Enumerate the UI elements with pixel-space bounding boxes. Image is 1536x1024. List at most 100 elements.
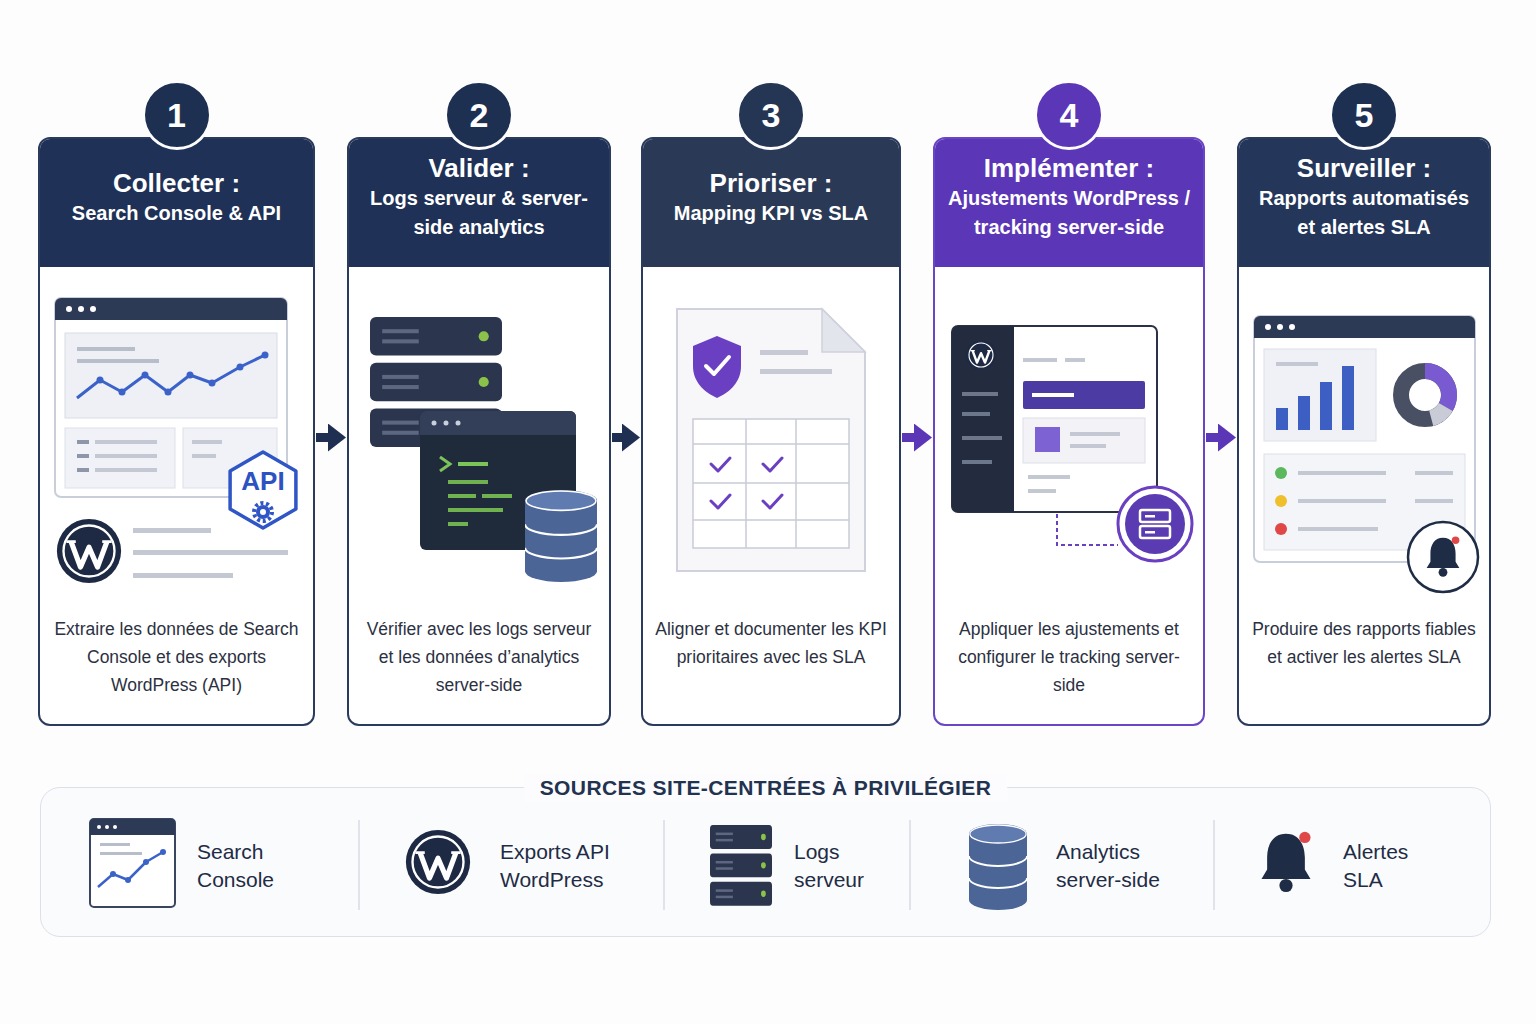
search-console-illustration [133,528,211,533]
wordpress-admin-illustration [1070,432,1120,436]
report-dashboard-illustration [1275,495,1287,507]
search-console-illustration [133,550,288,555]
server-logs-illustration [448,494,476,498]
search-console-illustration [97,377,104,384]
search-console-illustration [133,573,233,578]
server-logs-illustration [420,411,576,550]
kpi-document-illustration [711,458,730,471]
search-console-illustration [77,440,89,444]
server-logs-illustration [448,522,468,526]
server-logs-illustration [458,462,488,466]
step-number: 5 [1355,95,1374,135]
source-icons [113,825,117,829]
search-console-illustration [192,454,216,458]
card-body: Aligner et documenter les KPI prioritair… [653,615,889,671]
search-console-illustration [209,380,216,387]
flow-arrow [1206,433,1218,442]
kpi-document-illustration [706,357,729,374]
search-console-illustration [77,355,265,398]
wordpress-admin-illustration [966,340,996,370]
search-console-illustration [65,428,175,488]
step-number: 4 [1060,95,1079,135]
search-console-illustration [142,372,149,379]
search-console-illustration [55,298,287,320]
server-logs-illustration [448,508,503,512]
search-console-illustration [262,352,269,359]
source-icons [969,824,1027,910]
wordpress-admin-illustration [1000,326,1014,512]
report-dashboard-illustration [1277,324,1283,330]
search-console-illustration [77,454,89,458]
report-dashboard-illustration [1276,362,1318,366]
flow-arrow [612,433,622,442]
search-console-illustration [230,452,296,528]
report-dashboard-illustration [1415,499,1453,503]
search-console-illustration [192,440,222,444]
search-console-illustration [57,519,121,583]
wordpress-admin-illustration [1057,514,1118,545]
source-icons [98,852,163,887]
step-card: 2Valider :Logs serveur & server-side ana… [347,137,611,726]
source-icons [125,877,131,883]
step-title: Implémenter : [984,152,1155,184]
report-dashboard-illustration [1264,349,1376,441]
report-dashboard-illustration [1408,522,1478,592]
flow-arrow [316,433,328,442]
search-console-illustration [77,359,159,363]
source-icons [97,825,101,829]
search-console-illustration [65,333,277,418]
server-logs-illustration [448,480,488,484]
step-number: 3 [762,95,781,135]
step-description: Appliquer les ajustements et configurer … [945,615,1193,699]
step-title: Valider : [428,152,529,184]
source-icons [406,830,470,894]
search-console-illustration [119,389,126,396]
report-dashboard-illustration [1289,324,1295,330]
search-console-illustration [183,428,277,488]
step-card: 1Collecter :Search Console & APIExtraire… [38,137,315,726]
search-console-illustration [187,372,194,379]
kpi-document-illustration [693,419,849,548]
kpi-document-illustration [693,336,741,398]
search-console-illustration [66,306,72,312]
search-console-illustration [90,306,96,312]
source-icons [1261,832,1310,892]
panel-heading: SOURCES SITE-CENTRÉES À PRIVILÉGIER [524,774,1008,802]
wordpress-admin-illustration [1023,418,1145,463]
report-dashboard-illustration [1254,316,1475,338]
report-dashboard-illustration [1425,371,1449,407]
source-icons [710,825,772,906]
server-logs-illustration [420,423,576,435]
report-dashboard-illustration [1401,371,1449,419]
step-number: 2 [470,95,489,135]
step-number-circle: 2 [444,80,514,150]
wordpress-admin-illustration [962,460,992,464]
server-logs-illustration [420,411,576,435]
source-icons [110,871,116,877]
card-header: Implémenter :Ajustements WordPress / tra… [935,139,1203,267]
report-dashboard-illustration [1275,467,1287,479]
step-subtitle: Ajustements WordPress / tracking server-… [943,184,1195,242]
report-dashboard-illustration [1427,537,1460,577]
step-description: Extraire les données de Search Console e… [50,615,303,699]
report-dashboard-illustration [1276,408,1288,430]
card-body: Appliquer les ajustements et configurer … [945,615,1193,699]
step-number-circle: 3 [736,80,806,150]
search-console-illustration [95,440,157,444]
server-logs-illustration [525,490,597,582]
server-logs-illustration [482,494,512,498]
server-logs-illustration [370,317,597,582]
search-console-illustration [237,364,244,371]
wordpress-admin-illustration [952,326,1192,561]
card-header: Surveiller :Rapports automatisés et aler… [1239,139,1489,267]
step-subtitle: Logs serveur & server-side analytics [357,184,601,242]
search-console-illustration [55,310,287,320]
server-logs-illustration [444,421,449,426]
wordpress-admin-illustration [1028,489,1056,493]
wordpress-admin-illustration [1140,510,1170,522]
wordpress-admin-illustration [1140,526,1170,538]
wordpress-admin-illustration [962,412,990,416]
step-description: Vérifier avec les logs serveur et les do… [359,615,599,699]
card-body: Produire des rapports fiables et activer… [1249,615,1479,671]
step-number-circle: 1 [142,80,212,150]
